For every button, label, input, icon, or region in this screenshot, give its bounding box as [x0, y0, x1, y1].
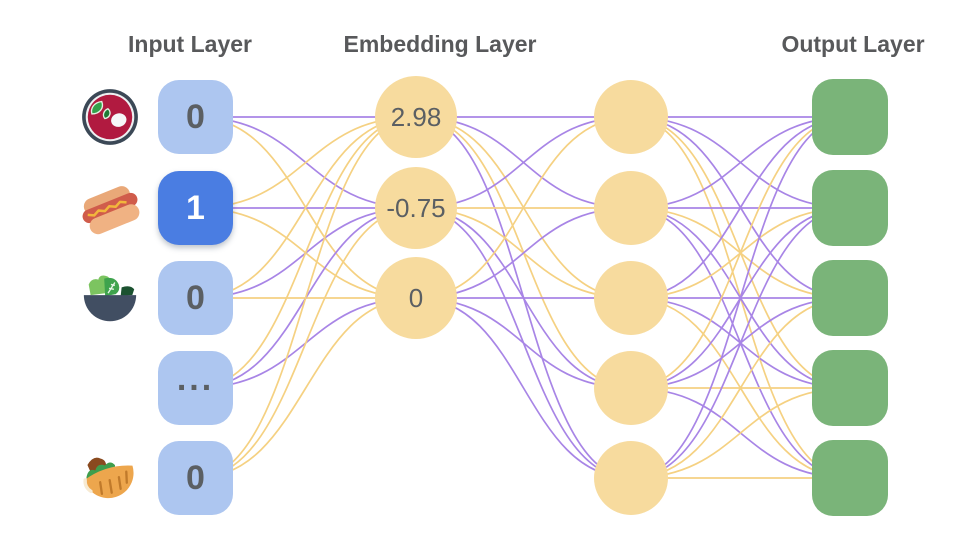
- output-node: [812, 350, 888, 426]
- input-node-value: 0: [186, 278, 205, 317]
- salad-icon: [79, 267, 141, 329]
- embedding-node: 0: [375, 257, 457, 339]
- hot-dog-icon: [79, 177, 141, 239]
- edge-yellow: [630, 297, 851, 479]
- hidden-node: [594, 351, 668, 425]
- edge-yellow: [630, 116, 851, 389]
- embedding-node: -0.75: [375, 167, 457, 249]
- embedding-node-value: 0: [408, 282, 424, 313]
- output-node: [812, 170, 888, 246]
- edge-purple: [630, 116, 851, 479]
- stuffed-flatbread-icon: [79, 447, 141, 509]
- embedding-layer-title: Embedding Layer: [343, 31, 537, 57]
- edge-yellow: [195, 207, 417, 479]
- embedding-node-value: 2.98: [390, 101, 442, 132]
- output-node: [812, 440, 888, 516]
- input-node-value: 0: [186, 97, 205, 136]
- input-node: 1: [158, 171, 233, 245]
- output-node: [812, 260, 888, 336]
- input-node-value: 1: [186, 188, 205, 227]
- edge-yellow: [195, 116, 417, 479]
- hidden-node: [594, 80, 668, 154]
- input-node: 0: [158, 261, 233, 335]
- hidden-node: [594, 441, 668, 515]
- input-layer-title: Input Layer: [128, 31, 252, 57]
- output-node: [812, 79, 888, 155]
- input-node-value: ...: [176, 359, 215, 398]
- edge-purple: [630, 207, 851, 479]
- input-node-value: 0: [186, 458, 205, 497]
- hidden-node: [594, 261, 668, 335]
- edge-purple: [630, 116, 851, 299]
- input-node: 0: [158, 441, 233, 515]
- embedding-node-value: -0.75: [386, 192, 446, 223]
- edge-yellow: [195, 116, 417, 389]
- borscht-icon: [79, 86, 141, 148]
- output-layer-title: Output Layer: [781, 31, 925, 57]
- embedding-node: 2.98: [375, 76, 457, 158]
- input-node: 0: [158, 80, 233, 154]
- hidden-node: [594, 171, 668, 245]
- input-node: ...: [158, 351, 233, 425]
